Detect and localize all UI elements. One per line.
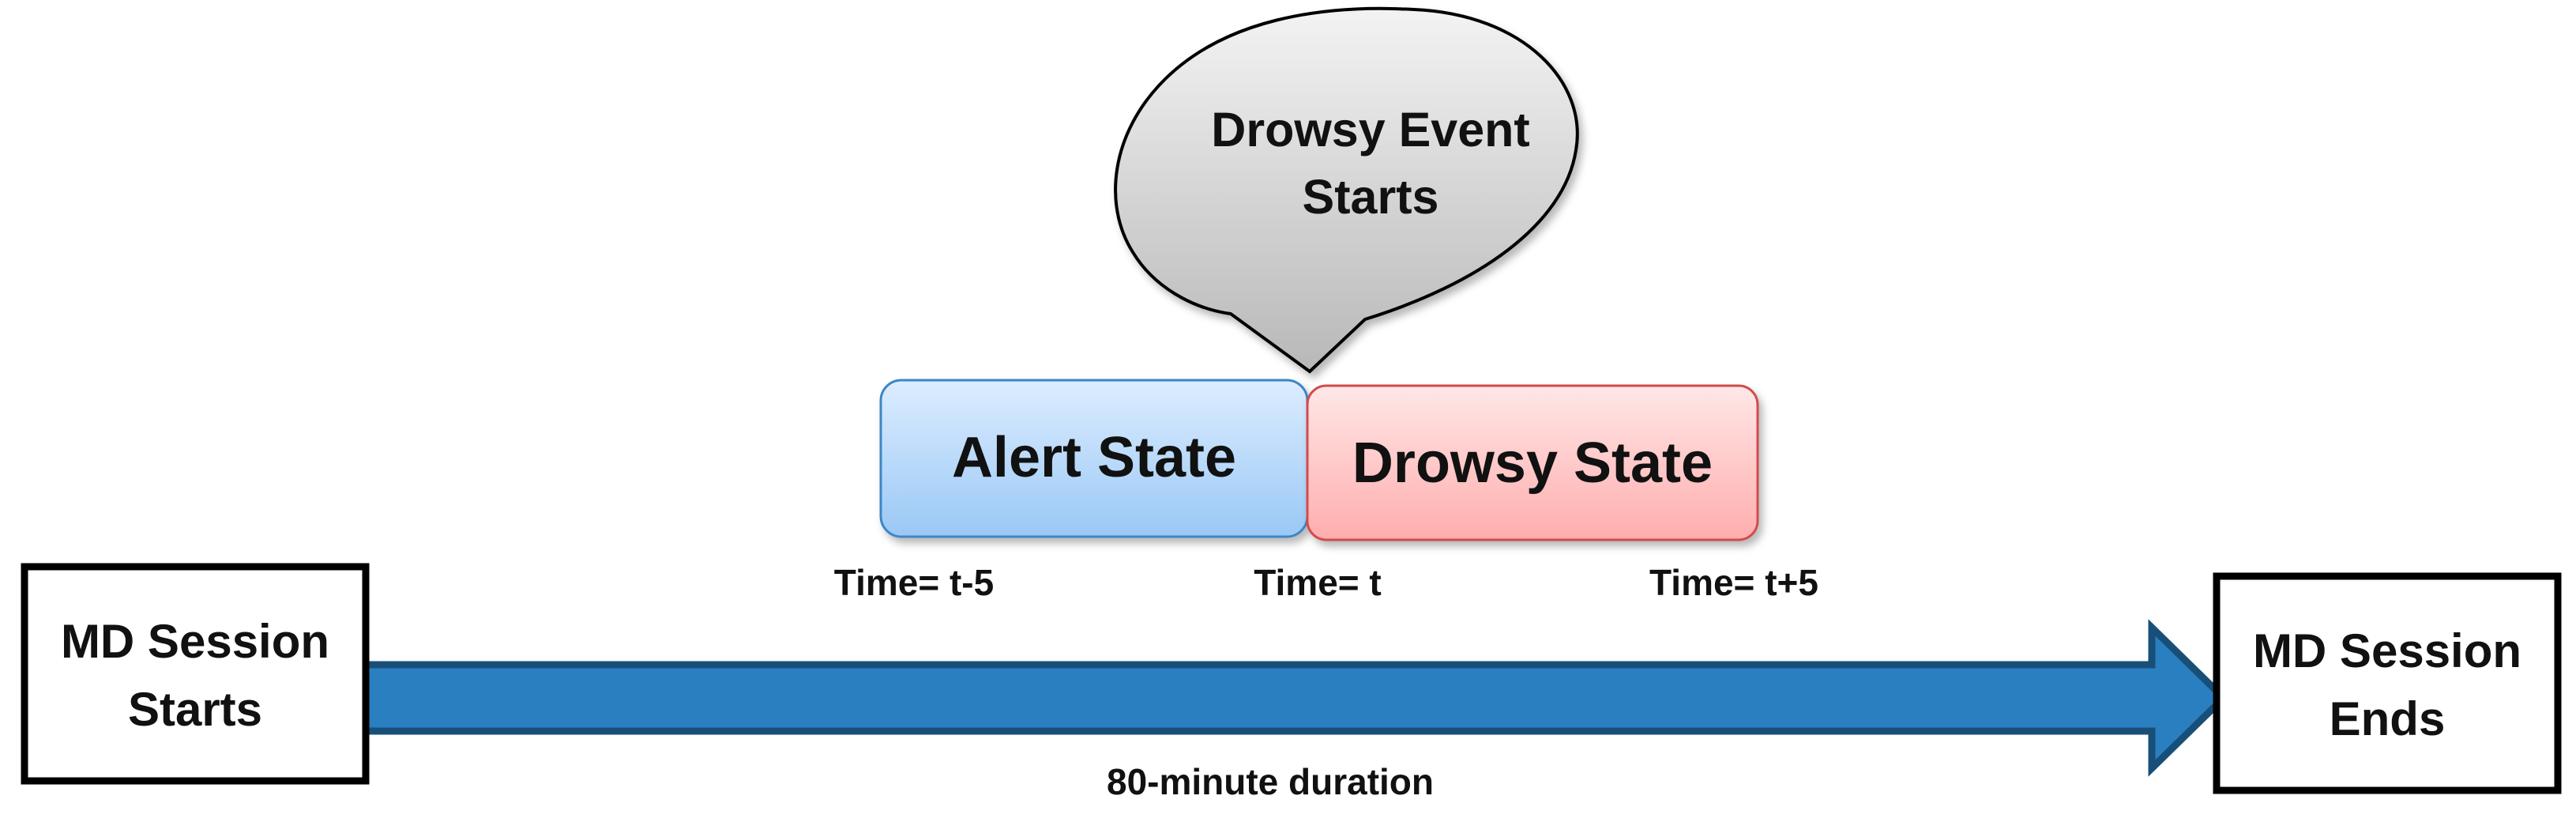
session-start-box bbox=[21, 563, 370, 785]
timeline-arrow-shape bbox=[358, 619, 2229, 777]
time-label-after: Time= t+5 bbox=[1649, 562, 1818, 603]
bubble-title-line1: Drowsy Event bbox=[1211, 103, 1529, 156]
session-end-box bbox=[2213, 572, 2562, 794]
drowsy-state-shape bbox=[1306, 384, 1759, 541]
time-label-event: Time= t bbox=[1254, 562, 1382, 603]
session-end-line1: MD Session bbox=[2253, 624, 2521, 677]
session-start-shape bbox=[21, 563, 370, 785]
duration-label: 80-minute duration bbox=[1107, 761, 1434, 802]
session-start-line2: Starts bbox=[128, 683, 262, 736]
drowsy-state-label: Drowsy State bbox=[1352, 432, 1713, 495]
speech-bubble-shape bbox=[1114, 6, 1579, 374]
time-label-before: Time= t-5 bbox=[834, 562, 994, 603]
alert-state-label: Alert State bbox=[952, 426, 1236, 489]
drowsy-event-bubble bbox=[1114, 6, 1579, 374]
session-end-shape bbox=[2213, 572, 2562, 794]
timeline-arrow bbox=[358, 619, 2229, 777]
session-start-line1: MD Session bbox=[61, 615, 329, 668]
session-end-line2: Ends bbox=[2330, 692, 2446, 745]
drowsy-state-box bbox=[1306, 384, 1759, 541]
bubble-title-line2: Starts bbox=[1303, 170, 1439, 224]
